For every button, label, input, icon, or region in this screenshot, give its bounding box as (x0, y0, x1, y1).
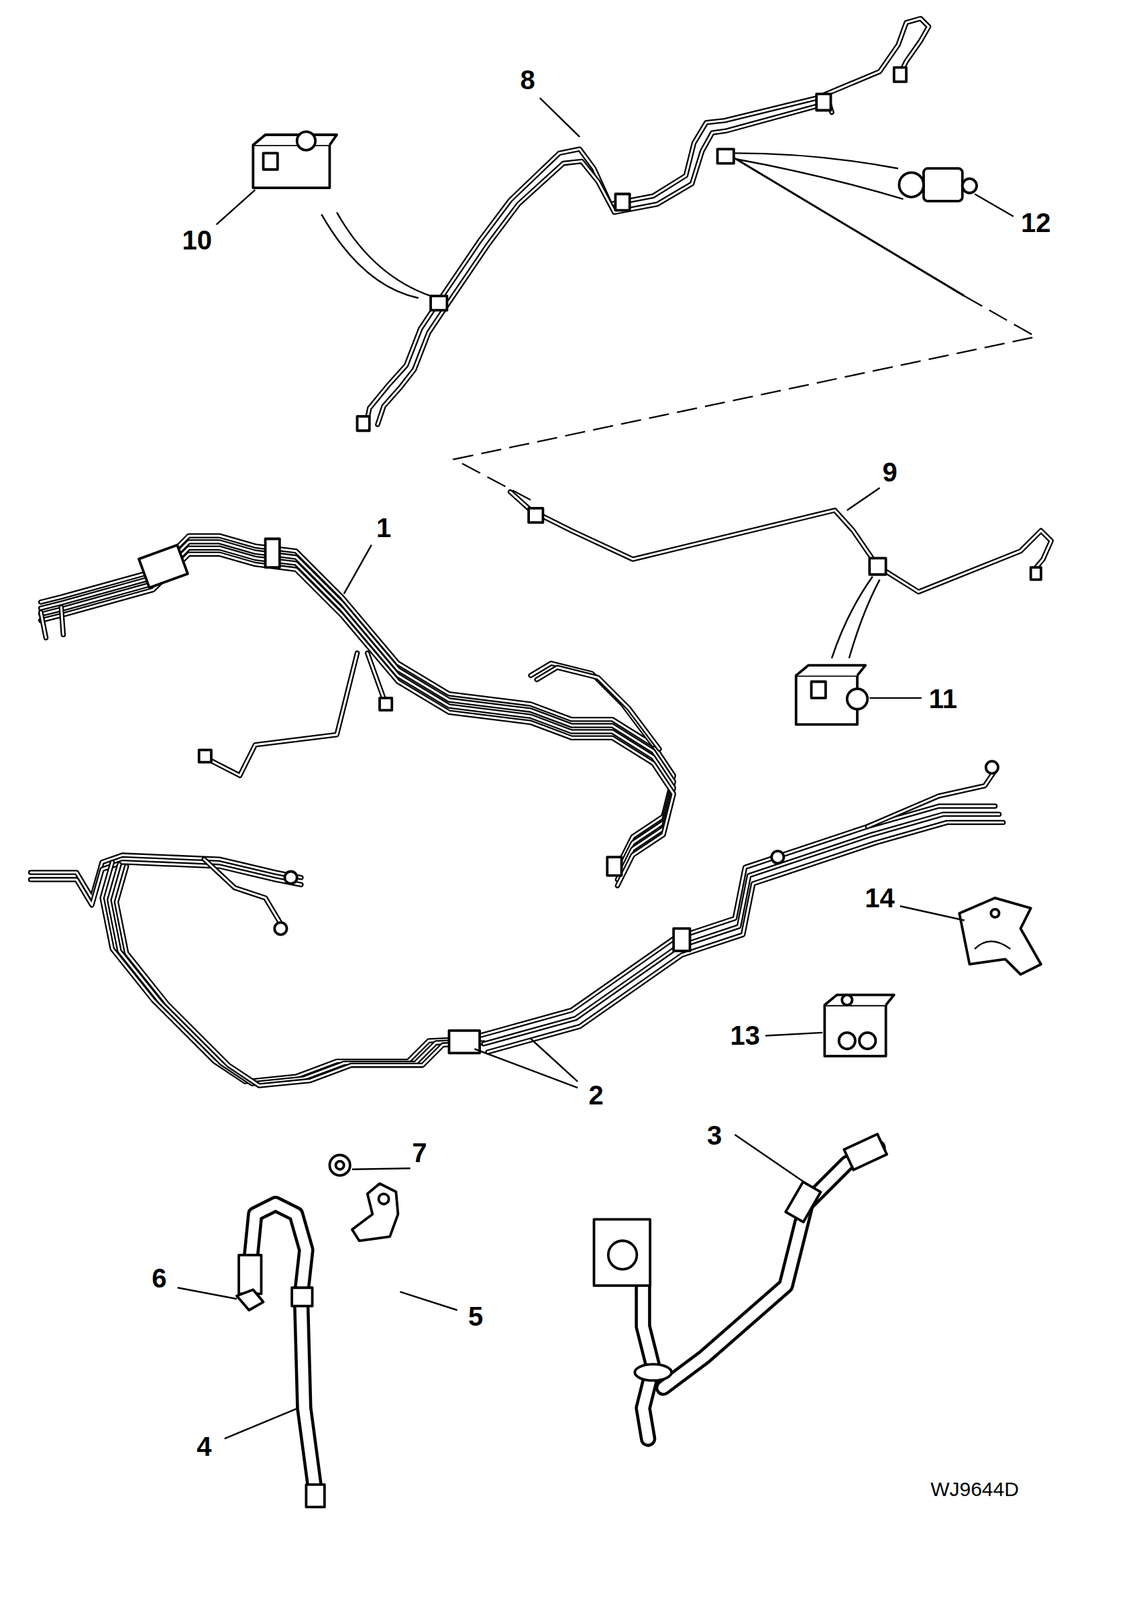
callout-number: 3 (707, 1122, 722, 1150)
callout-number: 12 (1020, 209, 1052, 237)
callout-number: 9 (882, 458, 898, 486)
callout-number: 6 (151, 1265, 167, 1292)
callout-number: 2 (588, 1081, 604, 1109)
callout-number: 14 (864, 884, 895, 912)
callout-number: 1 (376, 514, 392, 542)
callout-number: 8 (519, 66, 535, 94)
callout-number: 4 (196, 1433, 212, 1461)
callout-number: 10 (181, 226, 212, 254)
callout-number: 13 (729, 1022, 760, 1050)
callout-number: 7 (411, 1139, 427, 1167)
callout-number: 11 (929, 685, 958, 713)
figure-code: WJ9644D (930, 1479, 1019, 1500)
callout-number: 5 (468, 1303, 483, 1331)
